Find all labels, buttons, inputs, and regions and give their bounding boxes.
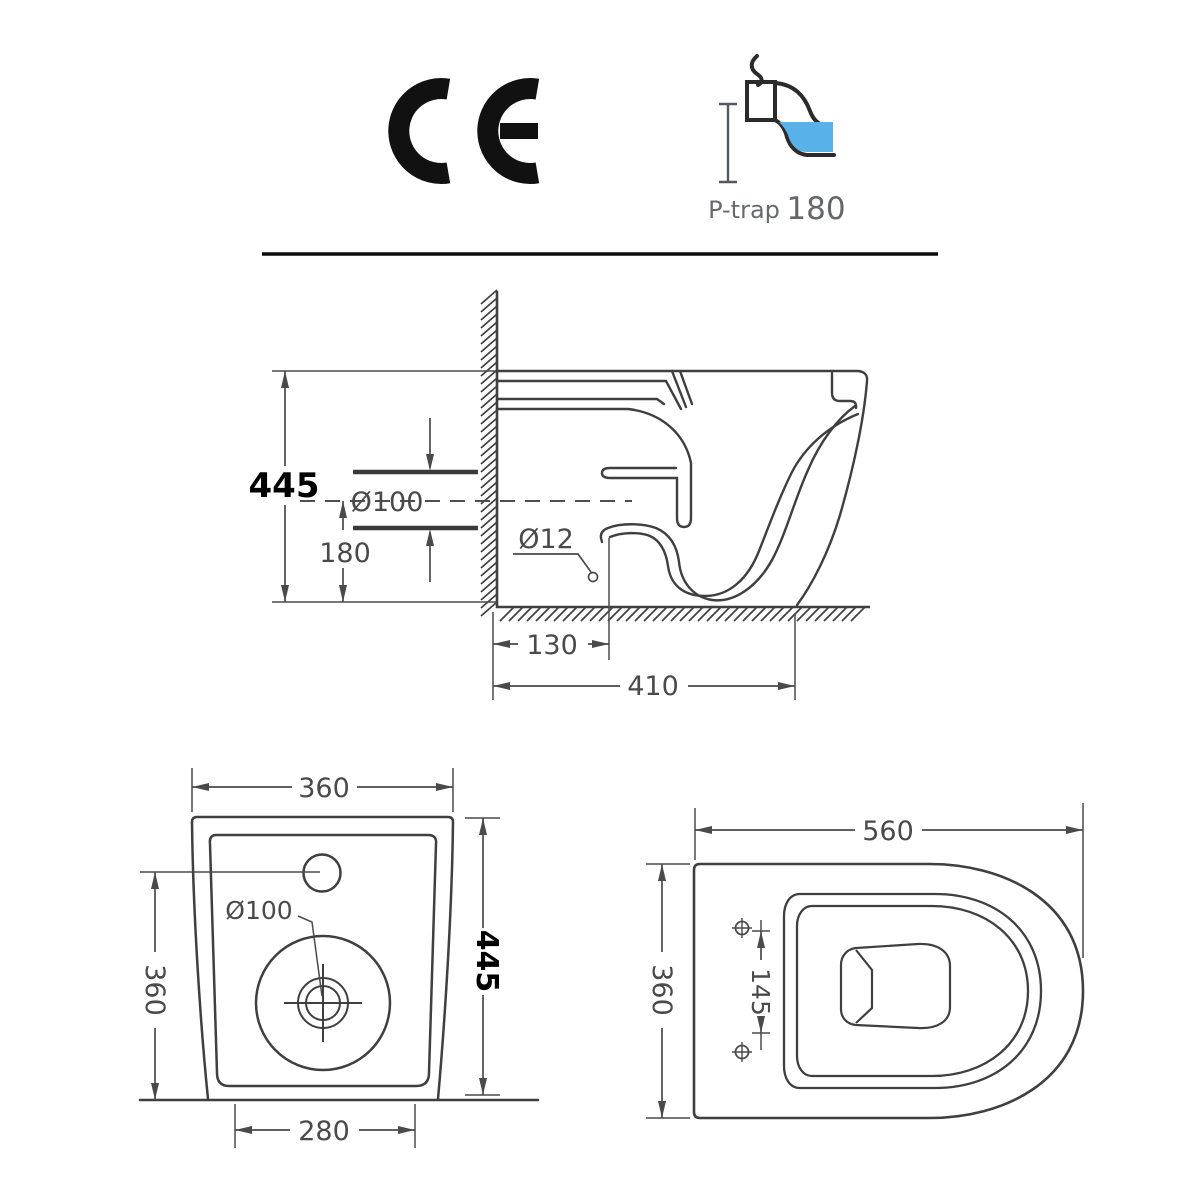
rear-arrowheads	[151, 783, 487, 1134]
rear-drain-diameter-label: Ø100	[225, 896, 292, 925]
side-outlet-height-label: 180	[319, 538, 371, 569]
trap-value-label: 180	[786, 191, 845, 227]
side-fixing-hole-label: Ø12	[518, 524, 574, 555]
outlet-pipe-lines	[353, 469, 478, 531]
plan-hole-spacing-label: 145	[746, 968, 775, 1016]
side-outlet-offset-label: 130	[526, 630, 578, 661]
side-extension-lines	[272, 370, 796, 700]
trap-type-label: P-trap	[708, 196, 780, 224]
rear-overall-height-label: 445	[469, 930, 504, 993]
fixing-holes	[732, 918, 752, 1062]
plan-view: 560 360 145	[646, 803, 1085, 1120]
rear-outline	[138, 815, 540, 1102]
wall-hatch	[480, 289, 498, 617]
seat-rings	[782, 892, 1043, 1090]
drain-crosshair	[284, 964, 362, 1042]
ce-mark-icon	[388, 78, 540, 184]
rear-view: 360 Ø100 360 445 280	[138, 768, 540, 1148]
rear-extension-lines	[140, 768, 500, 1148]
toilet-side-profile	[495, 369, 869, 607]
outlet-shape	[839, 942, 952, 1030]
plan-arrowheads	[658, 826, 1083, 1118]
fixing-hole-marker	[587, 571, 599, 583]
rear-base-width-label: 280	[298, 1116, 350, 1147]
side-arrowheads	[281, 371, 795, 690]
water-fill	[779, 122, 833, 152]
side-overall-height-label: 445	[249, 466, 320, 506]
floor-hatch	[499, 606, 866, 622]
plan-depth-label: 560	[862, 816, 914, 847]
p-trap-icon	[719, 54, 836, 184]
rear-dimension-lines	[154, 786, 484, 1131]
plan-extension-lines	[646, 803, 1084, 1119]
side-depth-label: 410	[627, 671, 679, 702]
side-view: 445 Ø100 180 Ø12 130 410	[249, 289, 870, 702]
rear-top-width-label: 360	[298, 773, 350, 804]
plan-outline	[692, 862, 1085, 1120]
plan-width-label: 360	[646, 964, 677, 1016]
rear-side-height-label: 360	[139, 964, 170, 1016]
side-outlet-diameter-label: Ø100	[351, 487, 424, 518]
